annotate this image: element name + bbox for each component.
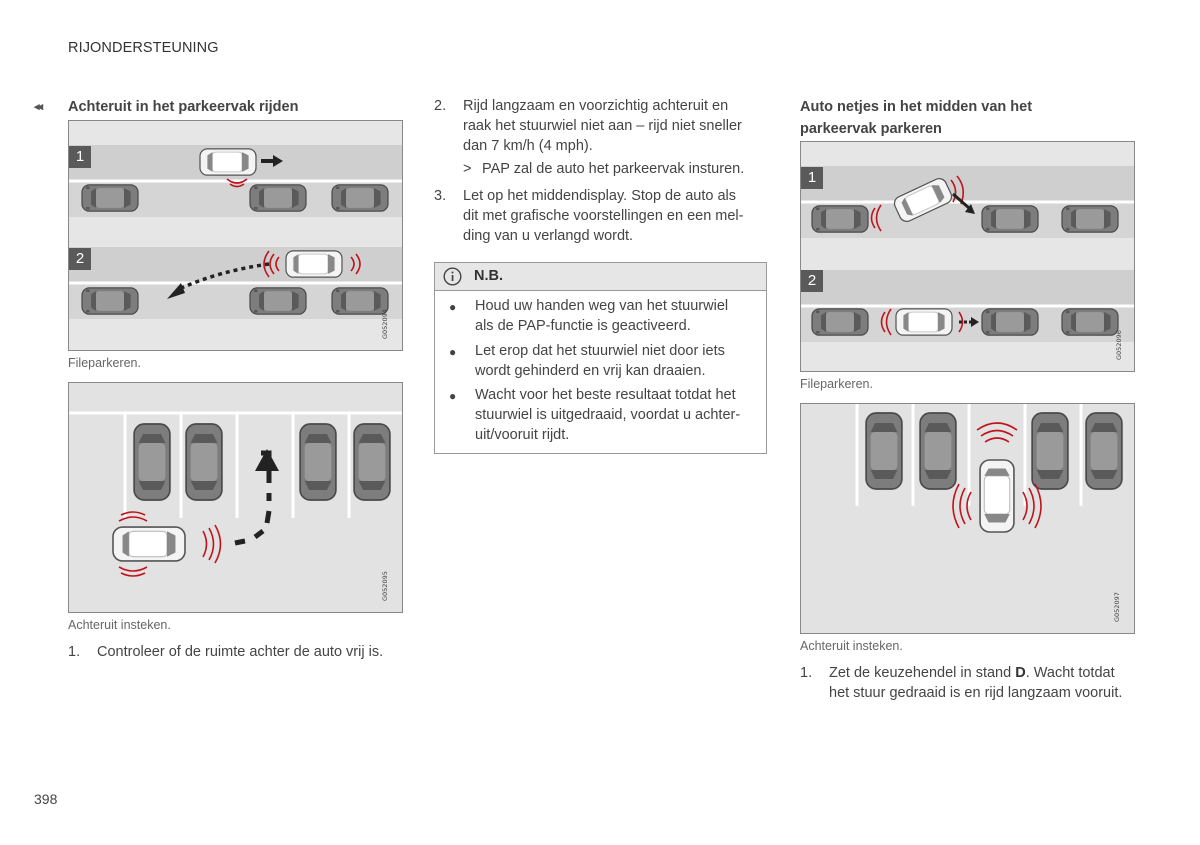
note-line: stuurwiel is uitgedraaid, voordat u acht…: [475, 407, 741, 423]
figure-code: G052096: [1115, 330, 1123, 360]
step-2: 2. Rijd langzaam en voorzichtig achterui…: [434, 96, 769, 160]
note-line: als de PAP-functie is geactiveerd.: [475, 318, 691, 334]
parallel-parking-illustration: [69, 121, 402, 350]
step-text-line: Rijd langzaam en voorzichtig achteruit e…: [463, 98, 729, 114]
back-arrow-icon[interactable]: ◂◂: [34, 101, 43, 113]
center-forward-illustration: [801, 404, 1134, 633]
result-text: PAP zal de auto het parkeervak insturen.: [482, 161, 745, 177]
figure-code: G052097: [1113, 592, 1121, 622]
step-label-1: 1: [69, 146, 91, 168]
note-line: wordt gehinderd en vrij kan draaien.: [475, 363, 706, 379]
step-number: 1.: [68, 644, 81, 660]
col3-heading-line: Auto netjes in het midden van het: [800, 99, 1033, 115]
step-label-2: 2: [69, 248, 91, 270]
step-1-forward: 1. Zet de keuzehendel in stand D. Wacht …: [800, 663, 1180, 705]
figure-parallel-parking: 1 2 G052094: [68, 120, 403, 351]
col3-heading-line: parkeervak parkeren: [800, 121, 942, 137]
note-bullet: ● Houd uw handen weg van het stuurwiel a…: [449, 298, 729, 334]
figure-code: G052094: [381, 309, 389, 339]
note-title: N.B.: [474, 268, 503, 284]
step-text-line: het stuur gedraaid is en rijd langzaam v…: [829, 685, 1123, 701]
step-text-line: raak het stuurwiel niet aan – rijd niet …: [463, 118, 742, 134]
figure-caption: Fileparkeren.: [800, 377, 873, 391]
step-text-line: ding van u verlangd wordt.: [463, 228, 634, 244]
figure-caption: Achteruit insteken.: [800, 639, 903, 653]
col1-heading: Achteruit in het parkeervak rijden: [68, 99, 299, 115]
page-number: 398: [34, 791, 58, 807]
center-parallel-illustration: [801, 142, 1134, 371]
col3-heading: Auto netjes in het midden van het parkee…: [800, 96, 1140, 140]
step-1: 1. Controleer of de ruimte achter de aut…: [68, 642, 408, 662]
step-label-2: 2: [801, 270, 823, 292]
note-line: Let erop dat het stuurwiel niet door iet…: [475, 343, 725, 359]
info-icon: [443, 267, 462, 286]
step-number: 2.: [434, 98, 447, 114]
step-number: 3.: [434, 188, 447, 204]
note-box: N.B. ● Houd uw handen weg van het stuurw…: [434, 262, 767, 454]
note-bullet: ● Wacht voor het beste resultaat totdat …: [449, 387, 741, 443]
reverse-parking-illustration: [69, 383, 402, 612]
step-3: 3. Let op het middendisplay. Stop de aut…: [434, 186, 769, 250]
figure-code: G052095: [381, 571, 389, 601]
note-header: N.B.: [435, 263, 766, 291]
step-text-line: Zet de keuzehendel in stand D. Wacht tot…: [829, 665, 1115, 681]
note-bullet: ● Let erop dat het stuurwiel niet door i…: [449, 343, 725, 379]
step-text-line: dit met grafische voorstellingen en een …: [463, 208, 744, 224]
note-line: uit/vooruit rijdt.: [475, 427, 570, 443]
note-line: Wacht voor het beste resultaat totdat he…: [475, 387, 736, 403]
figure-center-forward: G052097: [800, 403, 1135, 634]
step-2-result: > PAP zal de auto het parkeervak insture…: [463, 159, 773, 179]
note-line: Houd uw handen weg van het stuurwiel: [475, 298, 729, 314]
figure-caption: Fileparkeren.: [68, 356, 141, 370]
step-text-line: Let op het middendisplay. Stop de auto a…: [463, 188, 737, 204]
figure-center-parallel: 1 2 G052096: [800, 141, 1135, 372]
step-label-1: 1: [801, 167, 823, 189]
step-text-line: dan 7 km/h (4 mph).: [463, 138, 593, 154]
figure-caption: Achteruit insteken.: [68, 618, 171, 632]
step-text: Controleer of de ruimte achter de auto v…: [97, 644, 384, 660]
step-number: 1.: [800, 665, 813, 681]
figure-reverse-parking: G052095: [68, 382, 403, 613]
gear-position: D: [1015, 665, 1026, 681]
result-marker: >: [463, 161, 472, 177]
section-title: RIJONDERSTEUNING: [68, 40, 219, 56]
